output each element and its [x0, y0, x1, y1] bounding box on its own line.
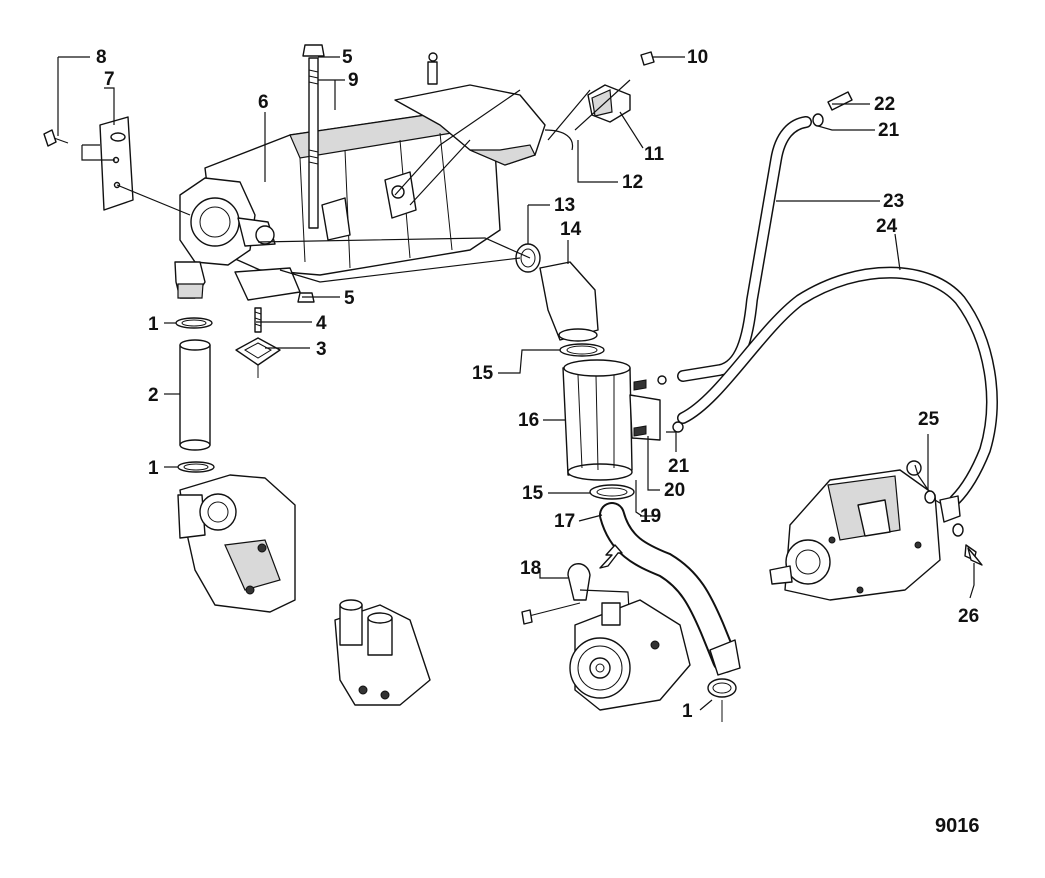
- hose-23: [677, 116, 812, 382]
- callout-6: 6: [258, 92, 269, 113]
- callout-15-bottom: 15: [522, 483, 544, 504]
- locator-pin: [427, 52, 438, 85]
- thermostat-housing: [177, 474, 296, 613]
- callout-8: 8: [96, 47, 107, 68]
- fitting-22: [812, 91, 853, 127]
- direction-arrow: [599, 544, 623, 569]
- callout-5-top: 5: [342, 47, 353, 68]
- clamp-15-top: [559, 343, 605, 357]
- callout-19: 19: [640, 506, 661, 527]
- hose-24: [677, 266, 998, 506]
- callout-7: 7: [104, 69, 115, 90]
- callout-9: 9: [348, 70, 359, 91]
- elbow-hose-14: [539, 261, 599, 342]
- callout-25: 25: [918, 409, 940, 430]
- heat-exchanger: [174, 84, 546, 301]
- callout-22: 22: [874, 94, 895, 115]
- clamp-1-mid: [177, 461, 215, 473]
- figure-number: 9016: [935, 815, 980, 837]
- callout-21-bottom: 21: [668, 456, 690, 477]
- callout-11: 11: [644, 144, 665, 165]
- callout-10: 10: [687, 47, 708, 68]
- callout-26: 26: [958, 606, 979, 627]
- callout-20: 20: [664, 480, 685, 501]
- callout-labels: 8 7 5 9 6 10 11 12 22 21 23 24 13 14 15 …: [96, 47, 980, 837]
- callout-leaders: [57, 56, 975, 711]
- callout-21-top: 21: [878, 120, 900, 141]
- callout-2: 2: [148, 385, 159, 406]
- callout-1-mid: 1: [148, 458, 159, 479]
- callout-13: 13: [554, 195, 575, 216]
- callout-3: 3: [316, 339, 327, 360]
- hose-17: [599, 502, 741, 676]
- bracket-7: [81, 116, 191, 216]
- clamp-1-bottom: [707, 678, 737, 722]
- callout-23: 23: [883, 191, 904, 212]
- clamp-1-top: [175, 317, 213, 329]
- strainer-16: [562, 359, 684, 517]
- callout-17: 17: [554, 511, 575, 532]
- hose-2: [179, 339, 211, 451]
- callout-18: 18: [520, 558, 541, 579]
- seawater-pump: [569, 599, 691, 711]
- gasket-3: [235, 337, 281, 378]
- stud-4: [254, 307, 262, 333]
- callout-1-bottom: 1: [682, 701, 693, 722]
- clamp-15-bottom: [589, 484, 635, 500]
- bolt-8: [43, 129, 69, 147]
- water-pump-housing-lower: [334, 599, 431, 706]
- callout-24: 24: [876, 216, 898, 237]
- washer-25: [924, 490, 964, 537]
- sender-assembly: [394, 51, 655, 206]
- fuel-injection-pump: [769, 460, 956, 601]
- callout-1-top: 1: [148, 314, 159, 335]
- callout-15-top: 15: [472, 363, 494, 384]
- banjo-bolt-26: [964, 544, 983, 566]
- callout-12: 12: [622, 172, 643, 193]
- callout-16: 16: [518, 410, 539, 431]
- stud-9: [302, 44, 325, 229]
- callout-14: 14: [560, 219, 582, 240]
- callout-4: 4: [316, 313, 327, 334]
- callout-5-bottom: 5: [344, 288, 355, 309]
